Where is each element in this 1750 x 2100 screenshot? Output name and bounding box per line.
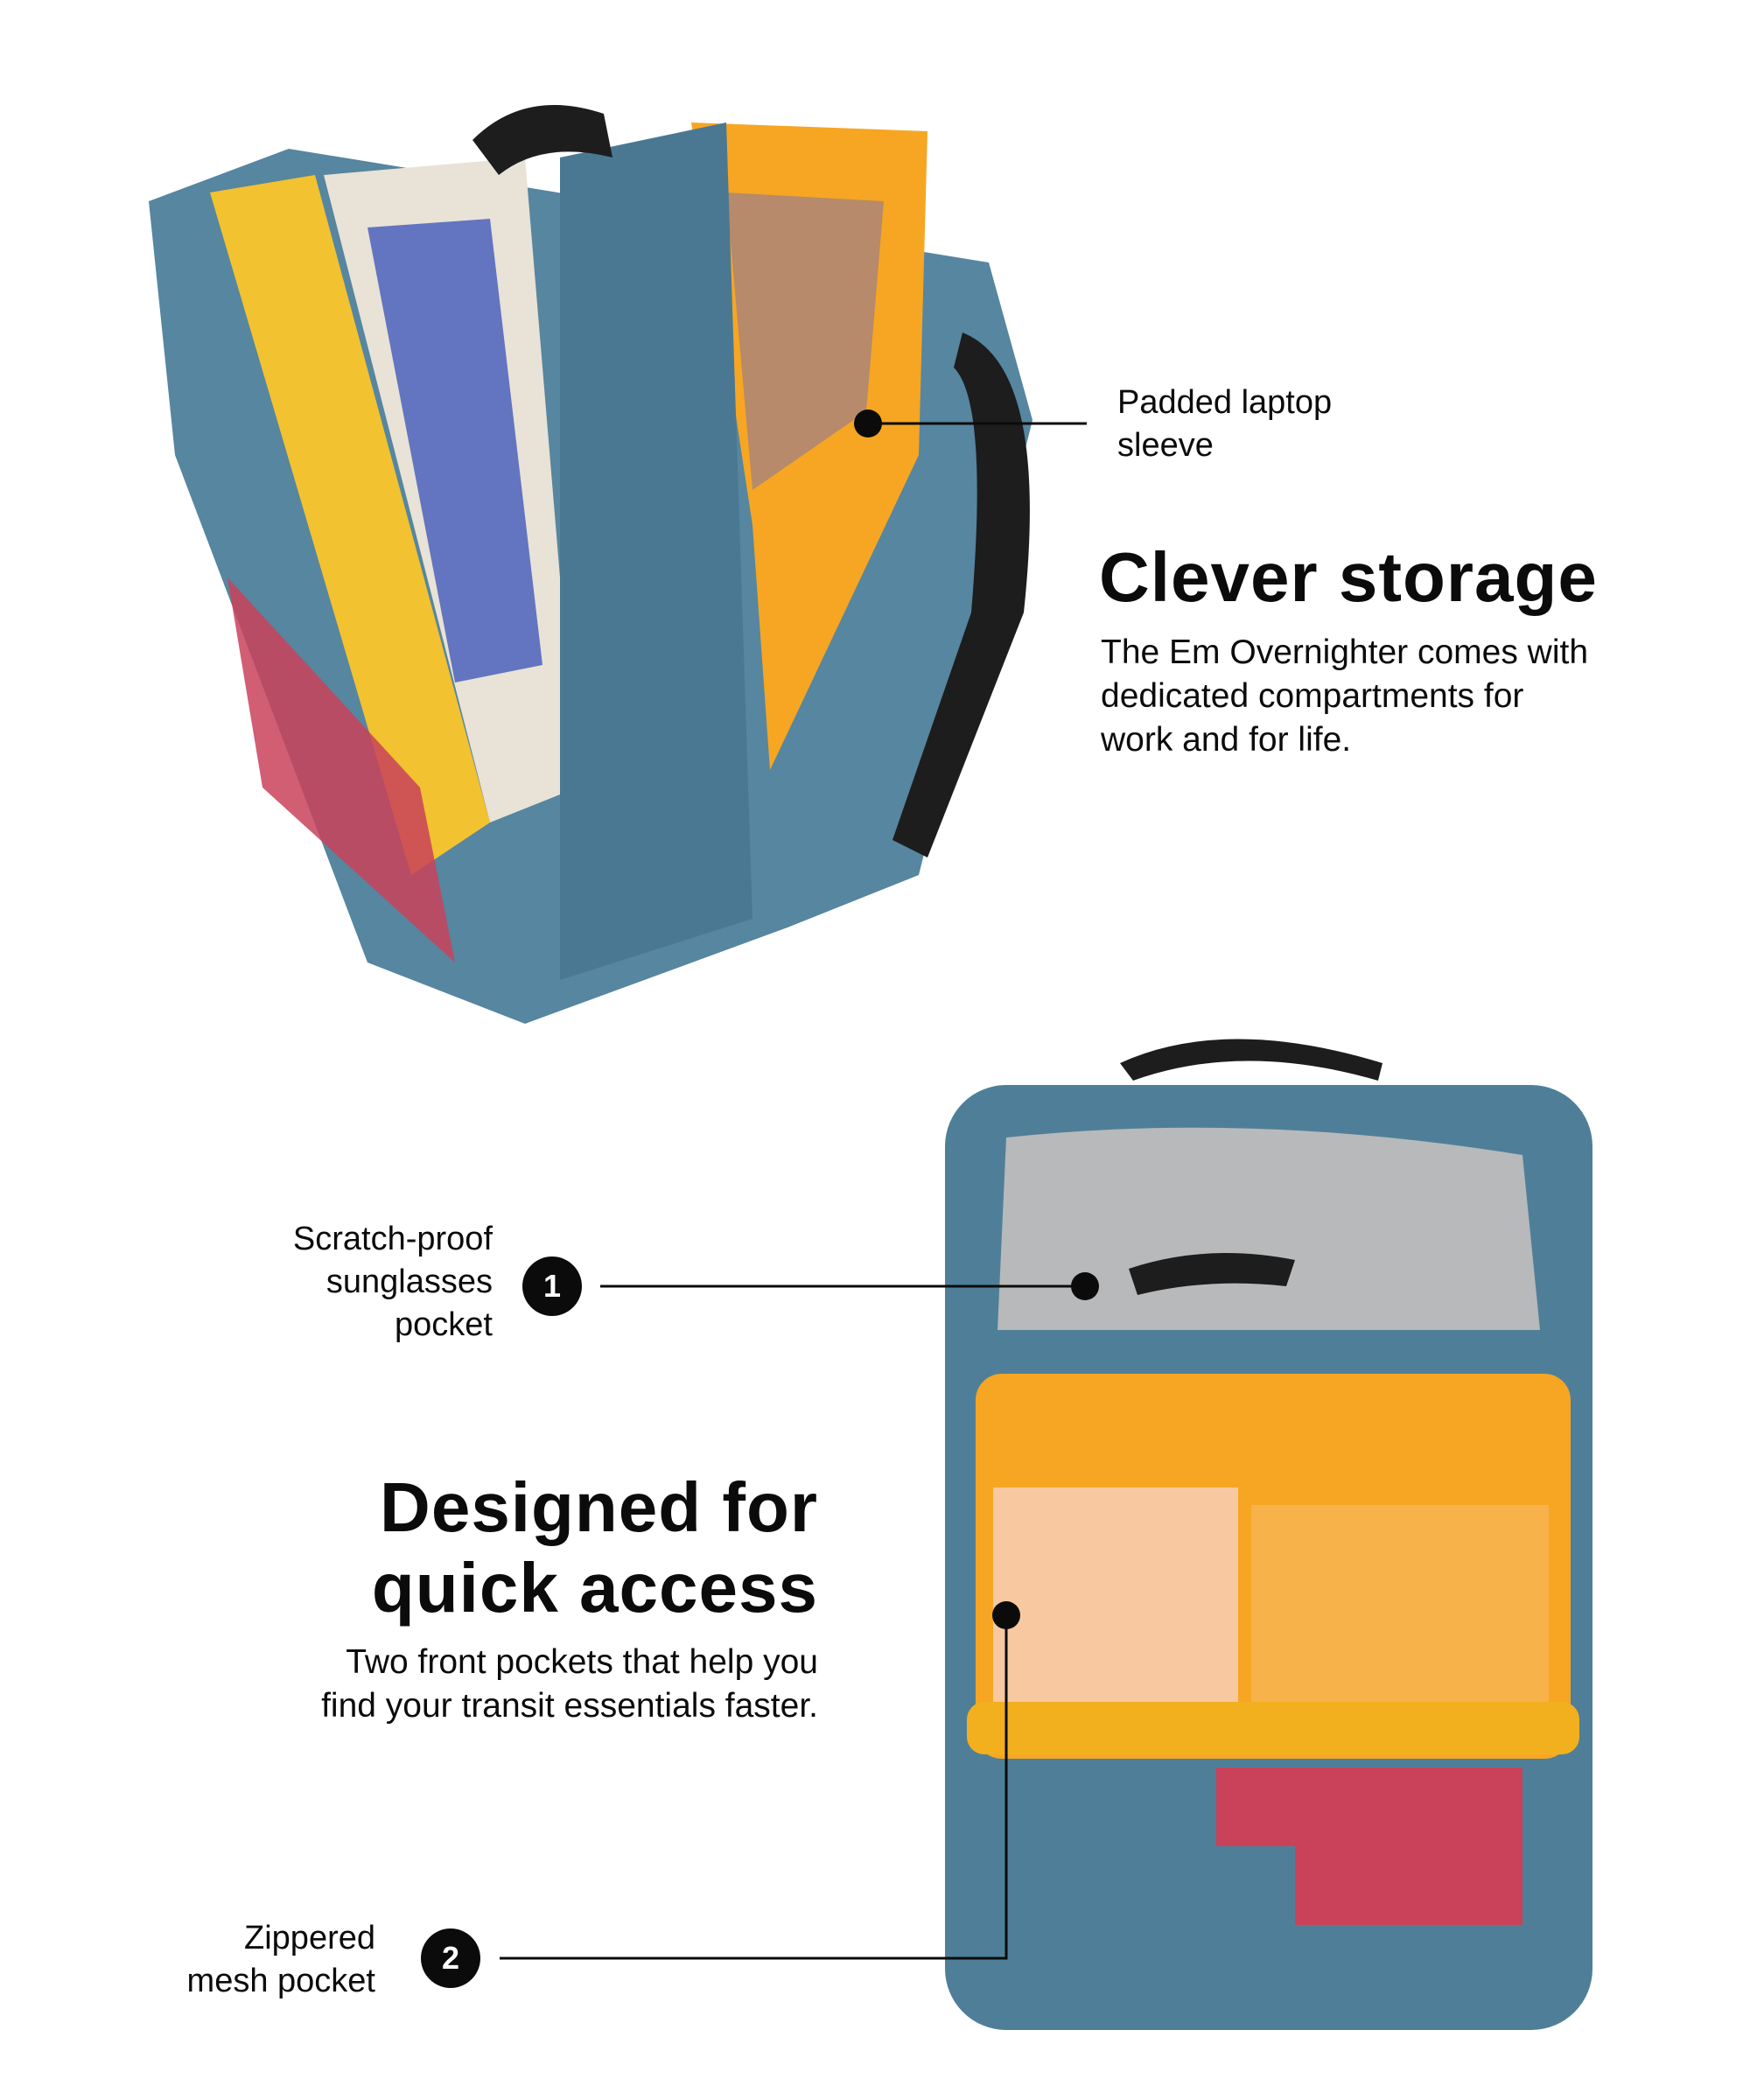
clever-storage-description: The Em Overnighter comes with dedicated … [1101, 631, 1588, 762]
callout-dot [854, 410, 882, 438]
callout-mesh-pocket: Zippered mesh pocket [187, 1917, 375, 2003]
heading-line: Designed for [380, 1468, 818, 1546]
description-line: The Em Overnighter comes with [1101, 634, 1589, 671]
description-line: find your transit essentials faster. [321, 1687, 818, 1725]
front-backpack-image [945, 1039, 1592, 2030]
quick-access-heading: Designed for quick access [372, 1467, 818, 1628]
callout-dot-2 [992, 1601, 1020, 1629]
callout-line-text: mesh pocket [186, 1963, 375, 1999]
heading-line: quick access [371, 1549, 818, 1627]
callout-padded-laptop-sleeve: Padded laptop sleeve [1117, 382, 1332, 467]
open-backpack-image [149, 105, 1032, 1024]
callout-number-badge-2: 2 [421, 1928, 480, 1988]
callout-sunglasses-pocket: Scratch-proof sunglasses pocket [293, 1218, 493, 1347]
description-line: work and for life. [1101, 721, 1352, 759]
quick-access-description: Two front pockets that help you find you… [321, 1641, 818, 1728]
callout-line-text: sleeve [1117, 427, 1214, 464]
callout-line-text: Padded laptop [1117, 384, 1333, 421]
callout-number-badge-1: 1 [522, 1256, 582, 1316]
description-line: Two front pockets that help you [346, 1643, 818, 1681]
description-line: dedicated compartments for [1101, 677, 1524, 715]
callout-line-text: Zippered [244, 1920, 375, 1956]
callout-line-text: Scratch-proof [292, 1221, 493, 1257]
callout-line-text: pocket [395, 1306, 493, 1343]
callout-dot-1 [1071, 1272, 1099, 1300]
callout-line-text: sunglasses [326, 1264, 493, 1300]
callout-line-2 [500, 1615, 1008, 1960]
clever-storage-heading: Clever storage [1099, 538, 1598, 616]
